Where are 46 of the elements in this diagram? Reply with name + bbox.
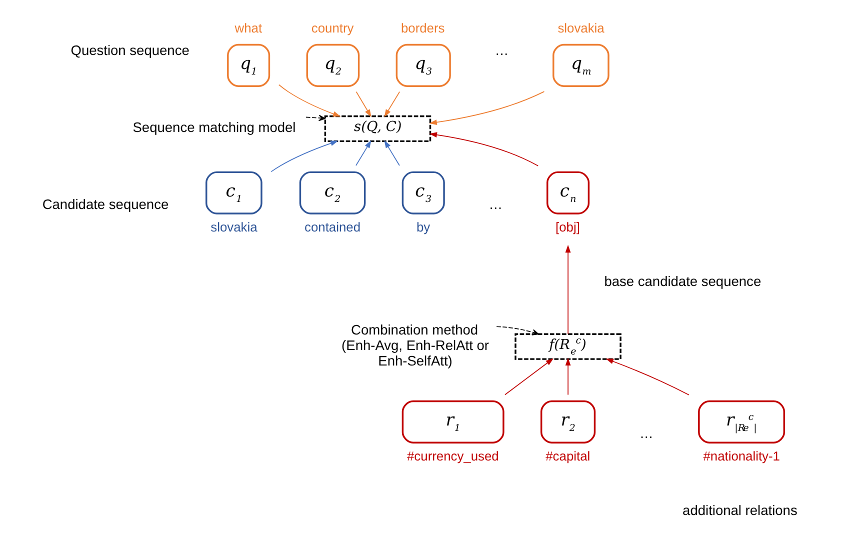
- label: Question sequence: [70, 42, 190, 58]
- arrow: [565, 358, 571, 396]
- node-label: #currency_used: [407, 448, 499, 464]
- node-label: slovakia: [558, 20, 604, 36]
- node-text: Sequence matching model: [132, 120, 296, 135]
- label: …: [640, 426, 654, 442]
- node-box: s(Q, C): [324, 115, 432, 142]
- node-text: Combination method (Enh-Avg, Enh-RelAtt or Enh-SelfAtt): [342, 322, 489, 368]
- arrow: [384, 91, 400, 118]
- arrow: [270, 140, 338, 172]
- node-box: r$_{2}$: [540, 400, 596, 444]
- node-box: f(R$_{e}$$^{c}$): [514, 333, 622, 360]
- node-box: c$_{2}$: [299, 171, 366, 214]
- node-box: r$_{1}$: [402, 400, 504, 444]
- label: base candidate sequence: [604, 274, 762, 290]
- arrow: [565, 244, 571, 334]
- arrow: [384, 140, 400, 166]
- arrow: [429, 132, 539, 166]
- node-box: c$_{1}$: [206, 171, 262, 214]
- label: Candidate sequence: [42, 197, 169, 212]
- label: …: [488, 197, 503, 212]
- node-label: country: [311, 20, 354, 36]
- node-label: borders: [400, 20, 445, 36]
- arrow: [356, 140, 372, 166]
- arrow: [496, 326, 539, 336]
- label: …: [494, 42, 509, 58]
- arrow: [429, 91, 545, 125]
- node-box: q$_{2}$: [306, 44, 360, 87]
- arrow: [278, 84, 341, 117]
- node-label: #nationality-1: [703, 448, 780, 464]
- node-label: slovakia: [210, 220, 258, 235]
- node-label: what: [234, 20, 262, 36]
- node-box: q$_{1}$: [227, 44, 270, 87]
- node-label: [obj]: [556, 220, 580, 235]
- arrow: [306, 114, 326, 122]
- arrow: [606, 358, 690, 396]
- label: additional relations: [682, 503, 798, 518]
- node-box: q$_{3}$: [396, 44, 451, 87]
- node-box: c$_{3}$: [402, 171, 445, 214]
- node-label: by: [416, 220, 430, 235]
- arrow: [356, 91, 372, 118]
- node-box: c$_{n}$: [546, 171, 590, 214]
- node-label: contained: [304, 220, 361, 235]
- arrow: [504, 358, 554, 396]
- node-label: #capital: [546, 448, 590, 464]
- node-box: q$_{m}$: [552, 44, 610, 87]
